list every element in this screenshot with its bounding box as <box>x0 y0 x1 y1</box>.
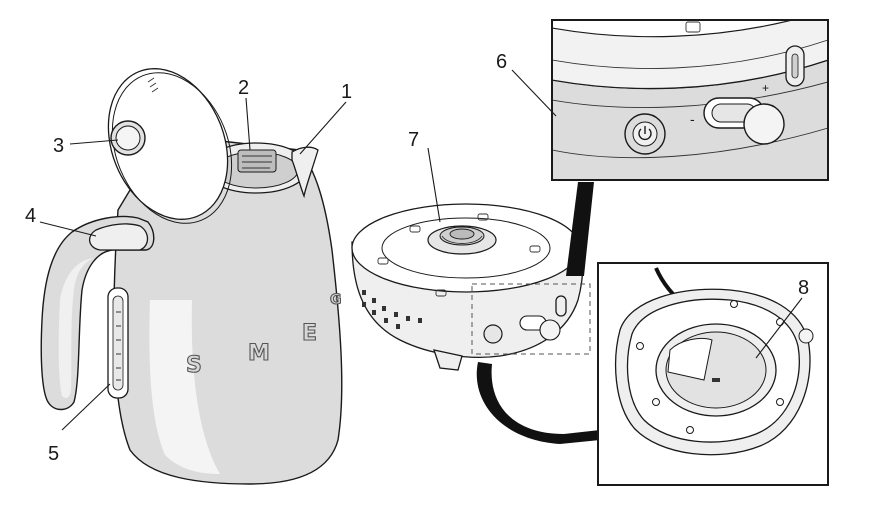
handle-grip <box>89 223 149 251</box>
lid-edge <box>111 72 233 224</box>
detail-selection-box <box>471 283 591 355</box>
kettle-lid <box>107 68 229 220</box>
callout-5: 5 <box>48 443 59 465</box>
underside-side-knob <box>798 328 814 344</box>
kettle: S M E G <box>40 68 343 485</box>
brand-logo-letter: G <box>330 292 342 308</box>
base-power-button <box>483 324 503 344</box>
handle-highlight <box>58 258 94 398</box>
brand-logo-letter: S <box>186 353 202 378</box>
zoom-pointer-top <box>566 182 594 276</box>
kettle-body-highlight <box>149 300 220 474</box>
kettle-spout <box>291 146 319 199</box>
callout-2: 2 <box>238 77 249 99</box>
slider-minus-label: - <box>690 111 695 127</box>
callout-numbers: 1 2 3 4 5 6 7 8 <box>25 51 809 465</box>
leader-lines <box>39 69 803 431</box>
callout-7: 7 <box>408 129 419 151</box>
detail-base-underside <box>597 262 829 486</box>
brand-logo-letter: M <box>248 341 270 366</box>
zoom-pointer-bottom <box>476 362 600 444</box>
callout-1: 1 <box>341 81 352 103</box>
callout-4: 4 <box>25 205 36 227</box>
callout-3: 3 <box>53 135 64 157</box>
callout-6: 6 <box>496 51 507 73</box>
brand-logo-letter: E <box>302 321 317 346</box>
slider-plus-label: + <box>762 81 769 95</box>
slider-knob <box>743 103 785 145</box>
lid-hinge-mechanism <box>237 149 277 173</box>
detail-controls-panel: - + <box>551 19 829 181</box>
power-base <box>351 203 591 371</box>
power-icon <box>638 126 652 141</box>
callout-8: 8 <box>798 277 809 299</box>
base-inner-ring <box>381 217 551 279</box>
